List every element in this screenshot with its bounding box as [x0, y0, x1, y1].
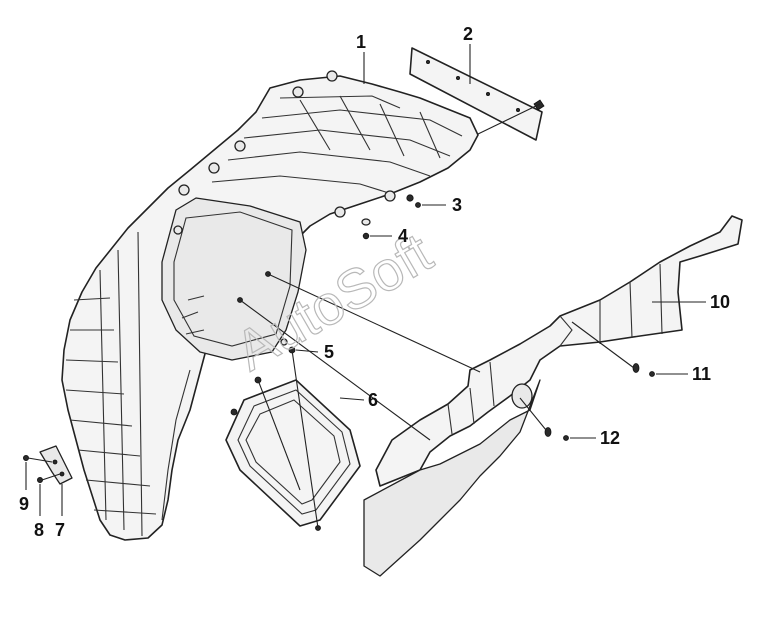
callout-7: 7	[55, 520, 65, 540]
part-1-wheel-arch-liner[interactable]	[61, 70, 479, 541]
leader-lines	[25, 44, 706, 529]
part-2-cover-plate[interactable]	[409, 47, 545, 141]
part-6-access-plate[interactable]	[225, 379, 361, 527]
callout-labels: 1 2 3 4 5 6 7 8 9 10 11 12	[19, 24, 730, 540]
callout-2: 2	[463, 24, 473, 44]
fastener-4-screw[interactable]	[361, 218, 371, 240]
fastener-8-screw[interactable]	[37, 476, 44, 483]
callout-4: 4	[398, 226, 408, 246]
fastener-3-nut[interactable]	[406, 194, 421, 208]
callout-9: 9	[19, 494, 29, 514]
fastener-12-nut[interactable]	[544, 427, 569, 441]
callout-10: 10	[710, 292, 730, 312]
callout-5: 5	[324, 342, 334, 362]
fasteners	[22, 194, 655, 531]
fastener-11-nut[interactable]	[632, 363, 655, 377]
callout-3: 3	[452, 195, 462, 215]
callout-6: 6	[368, 390, 378, 410]
fastener-9-screw[interactable]	[22, 454, 29, 461]
callout-8: 8	[34, 520, 44, 540]
part-7-bracket[interactable]	[39, 445, 73, 485]
part-10-mud-flap[interactable]	[363, 215, 743, 577]
callout-11: 11	[692, 364, 711, 384]
callout-1: 1	[356, 32, 366, 52]
callout-12: 12	[600, 428, 620, 448]
